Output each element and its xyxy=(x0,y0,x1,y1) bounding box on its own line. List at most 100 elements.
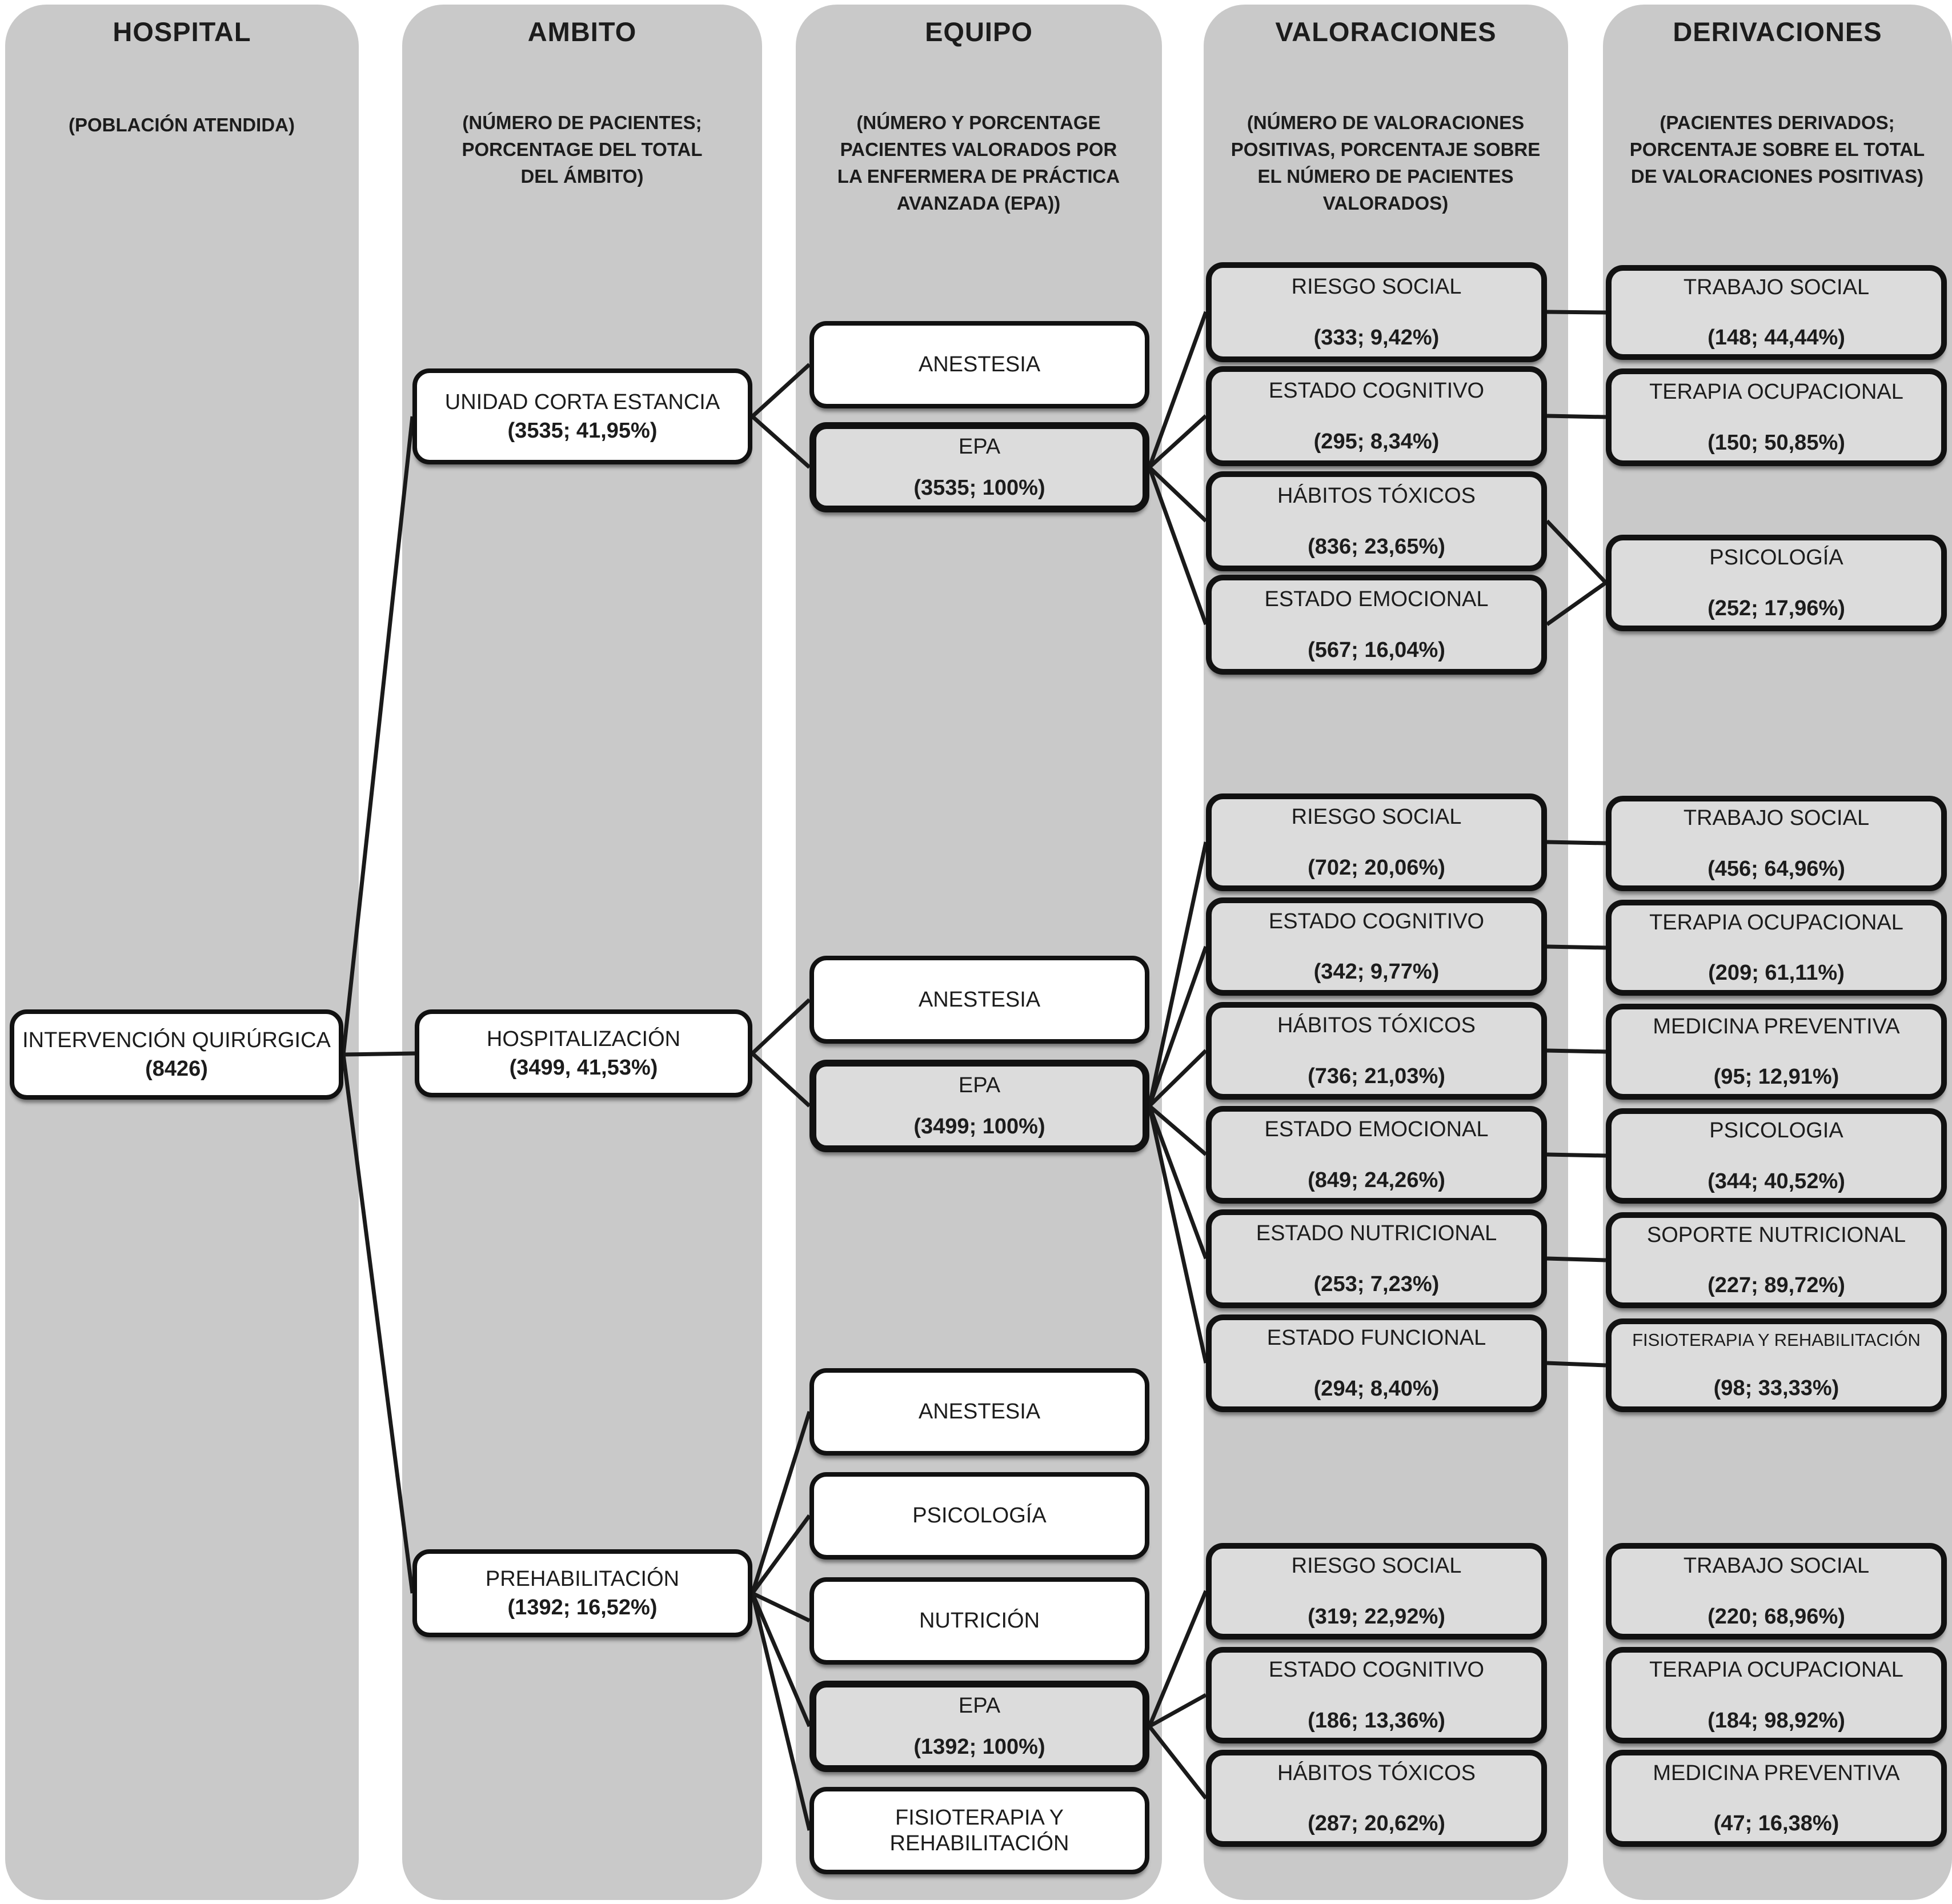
node-label: PREHABILITACIÓN xyxy=(485,1566,680,1591)
node-label: ANESTESIA xyxy=(918,987,1041,1012)
node-label: ESTADO EMOCIONAL xyxy=(1264,1117,1489,1142)
node-psicologia-uce: PSICOLOGÍA (252; 17,96%) xyxy=(1606,535,1947,631)
node-label: HÁBITOS TÓXICOS xyxy=(1277,1761,1476,1785)
node-label: RIESGO SOCIAL xyxy=(1291,1554,1462,1578)
column-band-hospital xyxy=(5,5,359,1900)
node-label: HÁBITOS TÓXICOS xyxy=(1277,1013,1476,1038)
column-subtitle-hospital: (POBLACIÓN ATENDIDA) xyxy=(69,114,295,135)
node-label: UNIDAD CORTA ESTANCIA xyxy=(444,390,720,414)
node-value: (702; 20,06%) xyxy=(1308,855,1445,880)
column-subtitle-derivaciones: (PACIENTES DERIVADOS; PORCENTAJE SOBRE E… xyxy=(1629,112,1925,187)
node-label: MEDICINA PREVENTIVA xyxy=(1653,1761,1900,1785)
node-anestesia-uce: ANESTESIA xyxy=(809,321,1149,408)
node-estado-emocional-uce: ESTADO EMOCIONAL (567; 16,04%) xyxy=(1206,575,1547,675)
node-label: HÁBITOS TÓXICOS xyxy=(1277,484,1476,508)
node-label: PSICOLOGÍA xyxy=(912,1504,1047,1528)
node-habitos-toxicos-hosp: HÁBITOS TÓXICOS (736; 21,03%) xyxy=(1206,1002,1547,1100)
node-label: RIESGO SOCIAL xyxy=(1291,275,1462,299)
node-value: (294; 8,40%) xyxy=(1313,1376,1440,1401)
column-title-derivaciones: DERIVACIONES xyxy=(1673,17,1882,47)
node-anestesia-hosp: ANESTESIA xyxy=(809,956,1149,1044)
column-subtitle-equipo: (NÚMERO Y PORCENTAGE PACIENTES VALORADOS… xyxy=(837,112,1120,214)
node-label: PSICOLOGIA xyxy=(1709,1119,1843,1143)
node-label: MEDICINA PREVENTIVA xyxy=(1653,1014,1900,1039)
node-value: (342; 9,77%) xyxy=(1313,960,1440,984)
node-value: (95; 12,91%) xyxy=(1713,1065,1839,1089)
node-label: SOPORTE NUTRICIONAL xyxy=(1646,1222,1906,1247)
node-prehabilitacion: PREHABILITACIÓN (1392; 16,52%) xyxy=(412,1549,752,1637)
node-terapia-ocupacional-prehab: TERAPIA OCUPACIONAL (184; 98,92%) xyxy=(1606,1647,1947,1743)
node-value: (220; 68,96%) xyxy=(1708,1604,1845,1629)
node-epa-uce: EPA (3535; 100%) xyxy=(809,422,1149,512)
node-label: TERAPIA OCUPACIONAL xyxy=(1649,1658,1903,1682)
node-value: (1392; 100%) xyxy=(913,1735,1045,1759)
node-value: (47; 16,38%) xyxy=(1713,1811,1839,1835)
node-trabajo-social-hosp: TRABAJO SOCIAL (456; 64,96%) xyxy=(1606,796,1947,891)
node-estado-nutricional-hosp: ESTADO NUTRICIONAL (253; 7,23%) xyxy=(1206,1209,1547,1308)
node-value: (184; 98,92%) xyxy=(1708,1708,1845,1733)
node-label: NUTRICIÓN xyxy=(919,1609,1040,1633)
node-value: (836; 23,65%) xyxy=(1308,534,1445,559)
column-title-hospital: HOSPITAL xyxy=(113,17,251,47)
node-riesgo-social-uce: RIESGO SOCIAL (333; 9,42%) xyxy=(1206,262,1547,362)
node-label: PSICOLOGÍA xyxy=(1709,546,1843,570)
node-value: (3535; 41,95%) xyxy=(507,419,658,443)
node-value: (456; 64,96%) xyxy=(1708,856,1845,881)
node-value: (252; 17,96%) xyxy=(1708,596,1845,620)
node-value: (3535; 100%) xyxy=(913,476,1045,500)
node-value: (287; 20,62%) xyxy=(1308,1811,1445,1835)
node-medicina-preventiva-prehab: MEDICINA PREVENTIVA (47; 16,38%) xyxy=(1606,1750,1947,1847)
node-label: EPA xyxy=(958,1073,1001,1097)
node-value: (148; 44,44%) xyxy=(1708,326,1845,350)
node-value: (253; 7,23%) xyxy=(1313,1272,1440,1296)
node-label: TRABAJO SOCIAL xyxy=(1683,275,1870,299)
node-value: (98; 33,33%) xyxy=(1713,1376,1839,1400)
node-label: FISIOTERAPIA Y REHABILITACIÓN xyxy=(889,1806,1069,1855)
node-label: RIESGO SOCIAL xyxy=(1291,805,1462,829)
column-title-valoraciones: VALORACIONES xyxy=(1275,17,1497,47)
node-label: FISIOTERAPIA Y REHABILITACIÓN xyxy=(1632,1329,1921,1350)
node-label: INTERVENCIÓN QUIRÚRGICA xyxy=(22,1028,331,1052)
node-value: (3499; 100%) xyxy=(913,1115,1045,1139)
node-psicologia-hosp: PSICOLOGIA (344; 40,52%) xyxy=(1606,1108,1947,1204)
node-fisioterapia-rehabilitacion-hosp: FISIOTERAPIA Y REHABILITACIÓN (98; 33,33… xyxy=(1606,1318,1947,1412)
node-nutricion-prehab: NUTRICIÓN xyxy=(809,1577,1149,1665)
node-riesgo-social-prehab: RIESGO SOCIAL (319; 22,92%) xyxy=(1206,1543,1547,1640)
node-label: EPA xyxy=(958,434,1001,459)
node-value: (1392; 16,52%) xyxy=(507,1596,658,1620)
column-subtitle-ambito: (NÚMERO DE PACIENTES; PORCENTAGE DEL TOT… xyxy=(462,112,703,187)
node-estado-cognitivo-prehab: ESTADO COGNITIVO (186; 13,36%) xyxy=(1206,1647,1547,1743)
node-value: (150; 50,85%) xyxy=(1708,430,1845,455)
node-value: (295; 8,34%) xyxy=(1313,429,1440,454)
node-estado-emocional-hosp: ESTADO EMOCIONAL (849; 24,26%) xyxy=(1206,1106,1547,1204)
column-title-ambito: AMBITO xyxy=(527,17,637,47)
node-terapia-ocupacional-hosp: TERAPIA OCUPACIONAL (209; 61,11%) xyxy=(1606,900,1947,996)
node-value: (736; 21,03%) xyxy=(1308,1064,1445,1088)
node-label: TRABAJO SOCIAL xyxy=(1683,1554,1870,1578)
column-title-equipo: EQUIPO xyxy=(925,17,1033,47)
node-unidad-corta-estancia: UNIDAD CORTA ESTANCIA (3535; 41,95%) xyxy=(412,368,752,464)
node-label: TRABAJO SOCIAL xyxy=(1683,806,1870,831)
node-intervencion-quirurgica: INTERVENCIÓN QUIRÚRGICA (8426) xyxy=(10,1009,343,1100)
node-value: (344; 40,52%) xyxy=(1708,1169,1845,1193)
node-label: ESTADO EMOCIONAL xyxy=(1264,587,1489,612)
node-label: ANESTESIA xyxy=(918,352,1041,377)
node-value: (849; 24,26%) xyxy=(1308,1168,1445,1192)
node-value: (227; 89,72%) xyxy=(1708,1273,1845,1297)
node-psicologia-prehab: PSICOLOGÍA xyxy=(809,1472,1149,1560)
node-label: ESTADO COGNITIVO xyxy=(1268,379,1485,403)
node-value: (3499, 41,53%) xyxy=(509,1056,658,1080)
node-label: TERAPIA OCUPACIONAL xyxy=(1649,910,1903,935)
node-value: (567; 16,04%) xyxy=(1308,638,1445,662)
node-fisioterapia-prehab: FISIOTERAPIA Y REHABILITACIÓN xyxy=(809,1787,1149,1874)
node-terapia-ocupacional-uce: TERAPIA OCUPACIONAL (150; 50,85%) xyxy=(1606,368,1947,466)
node-label: ESTADO COGNITIVO xyxy=(1268,909,1485,933)
node-label: TERAPIA OCUPACIONAL xyxy=(1649,380,1903,404)
node-estado-cognitivo-hosp: ESTADO COGNITIVO (342; 9,77%) xyxy=(1206,897,1547,996)
node-value: (8426) xyxy=(145,1057,208,1081)
node-estado-cognitivo-uce: ESTADO COGNITIVO (295; 8,34%) xyxy=(1206,366,1547,466)
node-hospitalizacion: HOSPITALIZACIÓN (3499, 41,53%) xyxy=(415,1009,752,1097)
node-label: HOSPITALIZACIÓN xyxy=(486,1027,681,1051)
node-medicina-preventiva-hosp: MEDICINA PREVENTIVA (95; 12,91%) xyxy=(1606,1004,1947,1100)
